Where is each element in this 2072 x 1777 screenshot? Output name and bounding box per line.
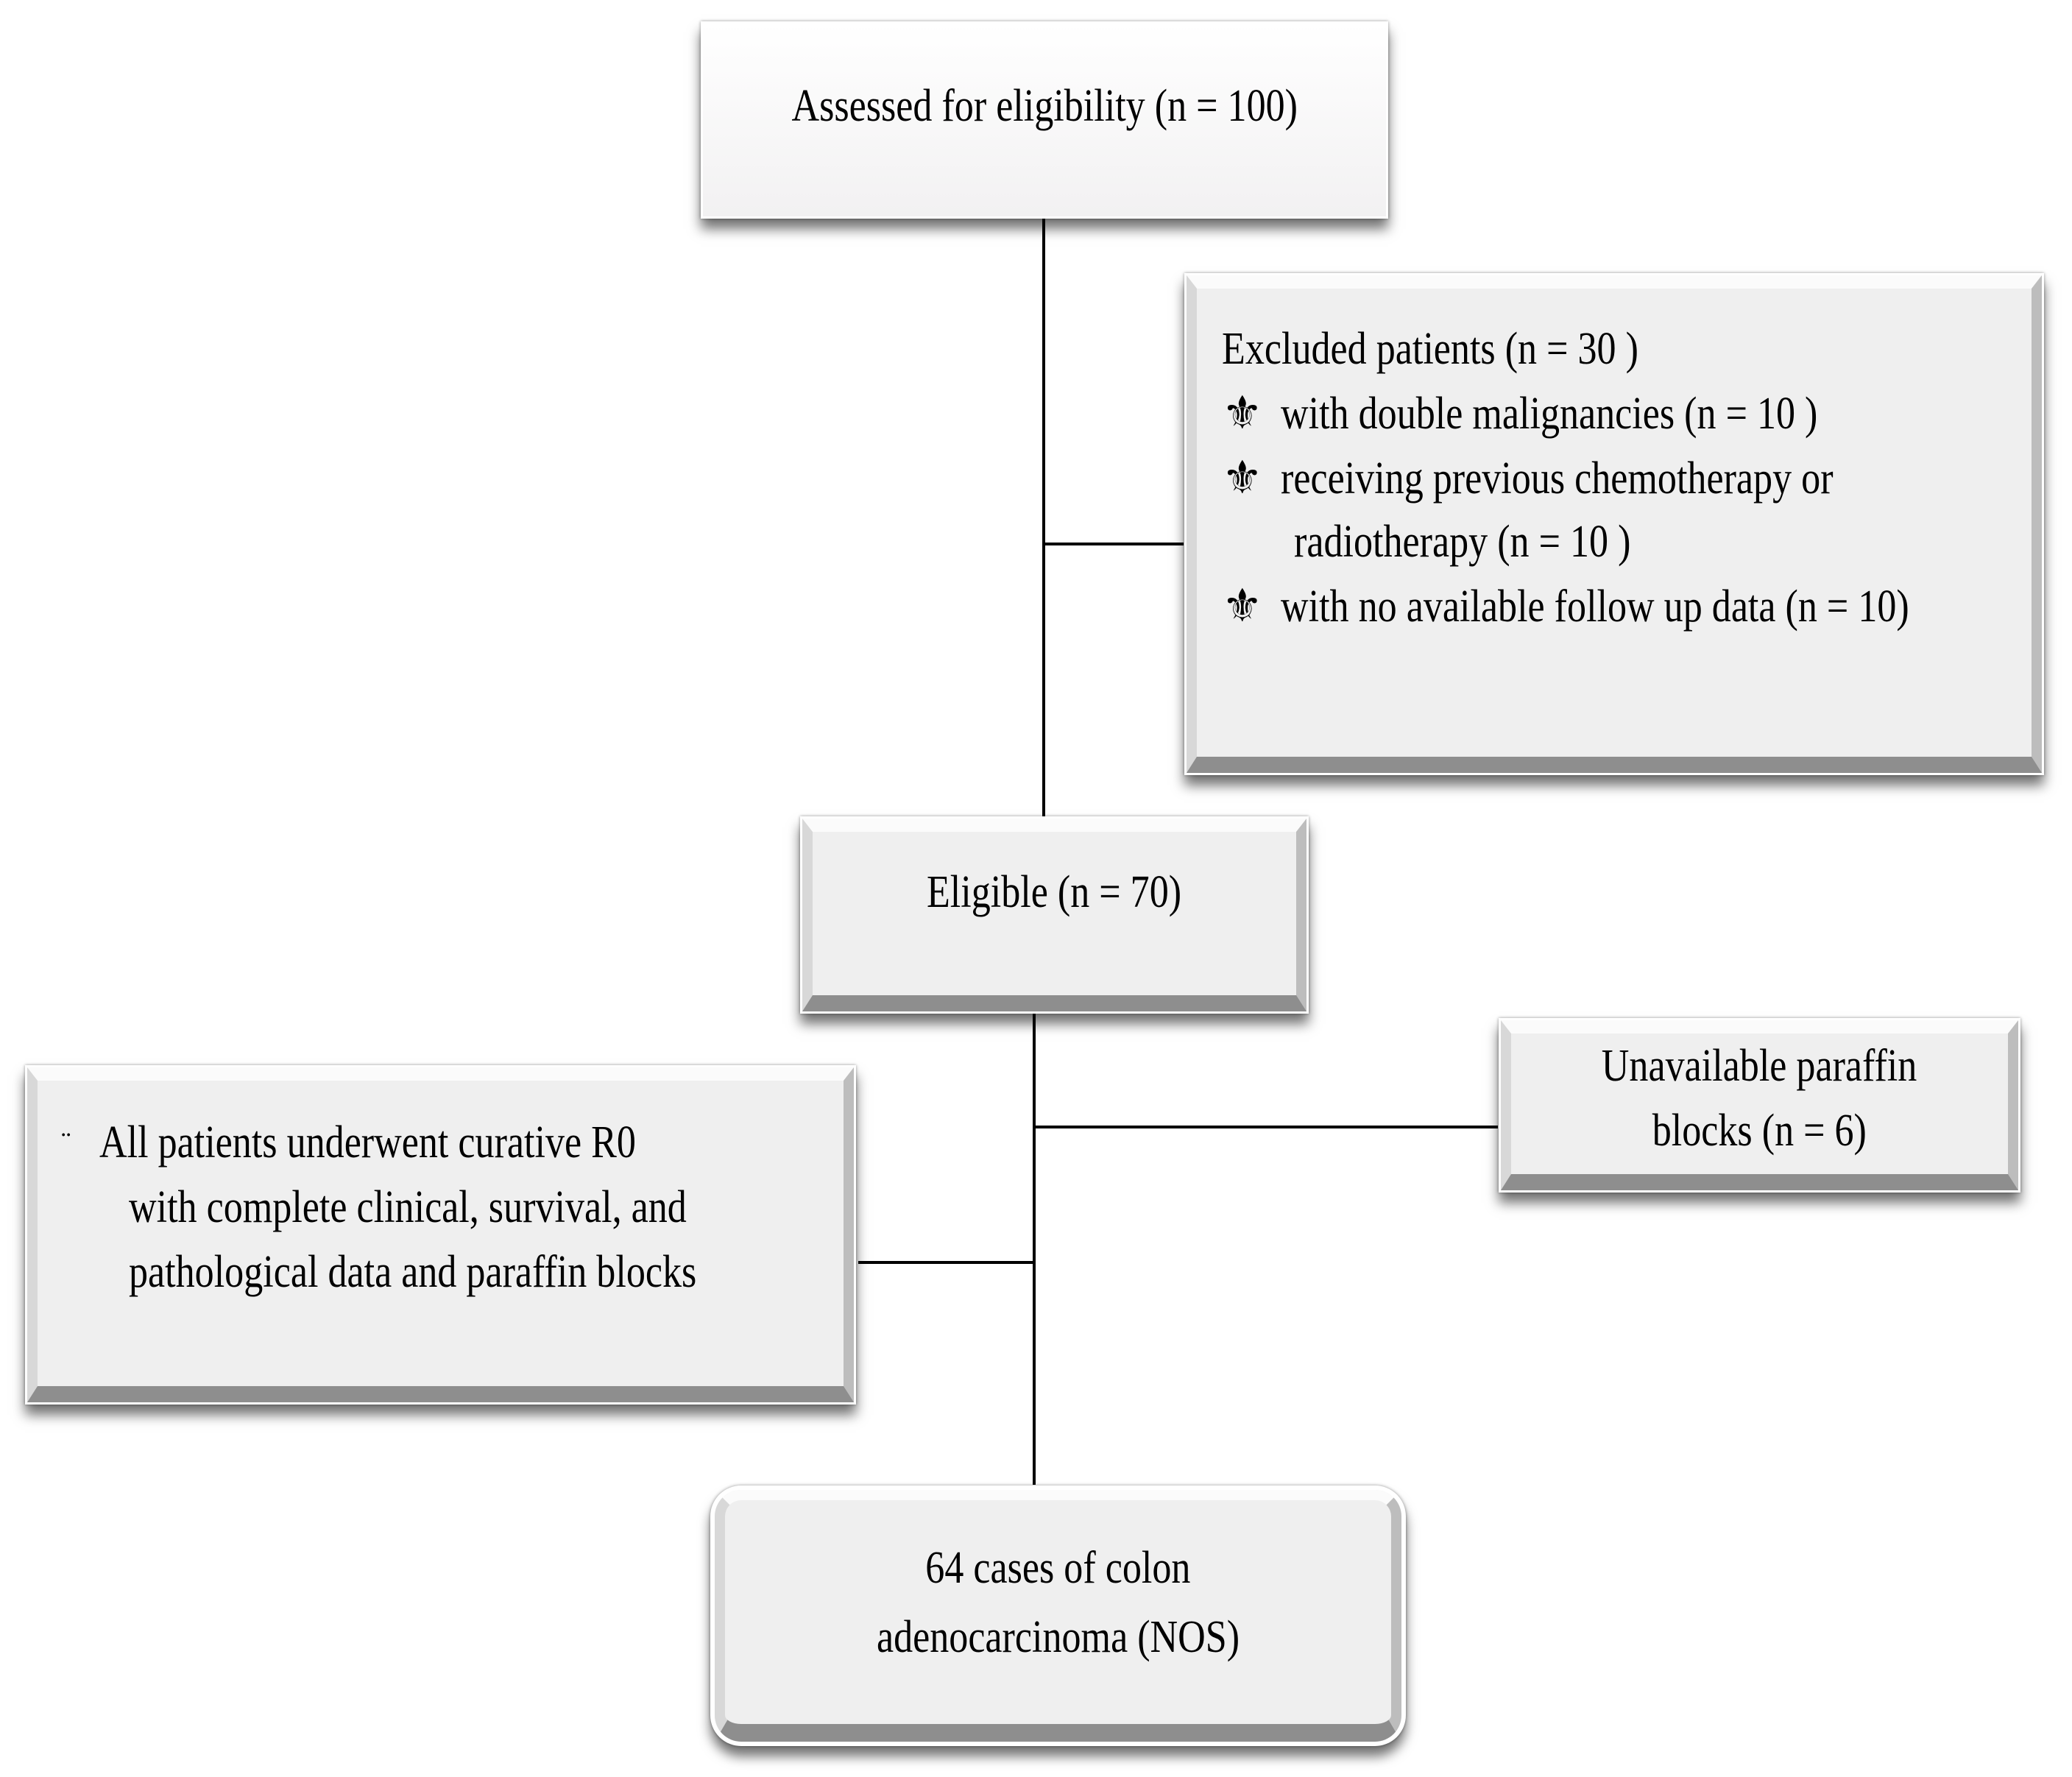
excluded-title: Excluded patients (n = 30 ) [1222, 317, 1718, 381]
assessed-label: Assessed for eligibility (n = 100) [703, 74, 1386, 138]
excluded-item-1: ⚜ with double malignancies (n = 10 ) [1222, 381, 1920, 446]
fleur-de-lis-icon: ⚜ [1222, 582, 1263, 632]
final-line-1: 64 cases of colon [715, 1536, 1401, 1600]
eligible-label: Eligible (n = 70) [802, 860, 1307, 925]
all-patients-text-3: pathological data and paraffin blocks [129, 1247, 697, 1297]
final-line-2: adenocarcinoma (NOS) [715, 1605, 1401, 1670]
excluded-item-2-cont: radiotherapy (n = 10 ) [1294, 509, 1695, 574]
all-patients-line-1: ¨ All patients underwent curative R0 [61, 1110, 738, 1175]
unavailable-line-2: blocks (n = 6) [1501, 1098, 2018, 1163]
all-patients-line-2: with complete clinical, survival, and [129, 1175, 793, 1240]
connector-to-excluded [1042, 543, 1184, 545]
excluded-box: Excluded patients (n = 30 ) ⚜ with double… [1184, 273, 2044, 775]
connector-to-unavailable [1033, 1126, 1498, 1128]
all-patients-text-2: with complete clinical, survival, and [129, 1182, 687, 1232]
unavailable-box: Unavailable paraffin blocks (n = 6) [1499, 1018, 2020, 1193]
fleur-de-lis-icon: ⚜ [1222, 389, 1263, 439]
final-box: 64 cases of colon adenocarcinoma (NOS) [710, 1485, 1406, 1746]
excluded-item-2-text: receiving previous chemotherapy or [1281, 453, 1834, 504]
excluded-item-2: ⚜ receiving previous chemotherapy or [1222, 446, 1939, 511]
connector-eligible-to-final [1033, 1014, 1036, 1485]
excluded-item-3: ⚜ with no available follow up data (n = 1… [1222, 574, 2029, 639]
excluded-item-3-text: with no available follow up data (n = 10… [1281, 582, 1909, 632]
final-text-1: 64 cases of colon [925, 1543, 1191, 1593]
connector-to-all-patients [858, 1261, 1033, 1264]
all-patients-box: ¨ All patients underwent curative R0 with… [25, 1065, 856, 1405]
unavailable-text-1: Unavailable paraffin [1602, 1041, 1917, 1091]
excluded-item-2-text-2: radiotherapy (n = 10 ) [1294, 517, 1631, 567]
assessed-box: Assessed for eligibility (n = 100) [701, 21, 1388, 219]
all-patients-line-3: pathological data and paraffin blocks [129, 1240, 805, 1304]
unavailable-text-2: blocks (n = 6) [1652, 1106, 1867, 1156]
final-text-2: adenocarcinoma (NOS) [876, 1612, 1240, 1662]
connector-assessed-to-eligible [1042, 219, 1045, 822]
unavailable-line-1: Unavailable paraffin [1501, 1034, 2018, 1098]
eligible-box: Eligible (n = 70) [800, 816, 1309, 1014]
bullet-icon: ¨ [61, 1126, 71, 1159]
fleur-de-lis-icon: ⚜ [1222, 453, 1263, 504]
assessed-text: Assessed for eligibility (n = 100) [791, 81, 1298, 131]
all-patients-text-1: All patients underwent curative R0 [99, 1117, 636, 1167]
excluded-item-1-text: with double malignancies (n = 10 ) [1281, 389, 1818, 439]
eligible-text: Eligible (n = 70) [927, 867, 1182, 917]
excluded-title-text: Excluded patients (n = 30 ) [1222, 324, 1638, 374]
